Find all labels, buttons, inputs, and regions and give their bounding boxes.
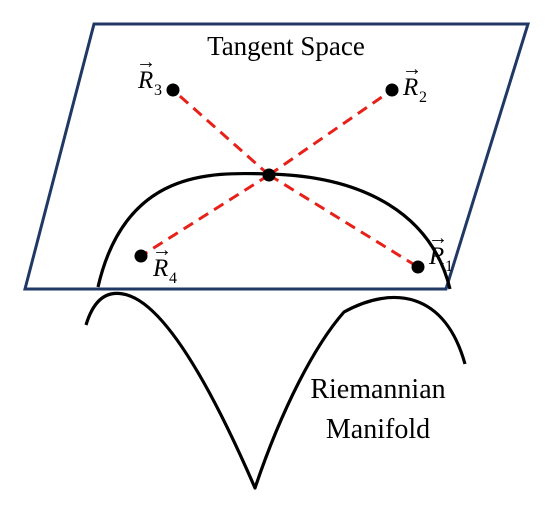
connector-r4 — [140, 173, 270, 258]
connector-r1 — [268, 173, 419, 269]
label-r4-subscript: 4 — [169, 270, 177, 287]
base-point — [262, 168, 276, 182]
manifold-surface — [84, 291, 467, 490]
label-r4-arrow: → — [152, 239, 172, 261]
label-r1-subscript: 1 — [445, 258, 453, 275]
tangent-plane — [23, 22, 531, 291]
point-r4 — [134, 249, 148, 263]
label-r1: → R 1 — [428, 227, 453, 275]
label-r1-symbol: R — [428, 243, 444, 270]
label-r1-arrow: → — [428, 227, 448, 249]
manifold-label-line2: Manifold — [326, 414, 430, 445]
label-r4-symbol: R — [152, 255, 168, 282]
label-r3: → R 3 — [136, 51, 162, 99]
label-r2-arrow: → — [402, 58, 422, 80]
point-r1 — [411, 260, 425, 274]
label-r3-subscript: 3 — [154, 82, 162, 99]
connector-r3 — [172, 88, 270, 177]
point-r3 — [166, 83, 180, 97]
label-r2-symbol: R — [402, 74, 418, 101]
label-r3-symbol: R — [137, 67, 153, 94]
label-r2: → R 2 — [402, 58, 427, 106]
label-r4: → R 4 — [152, 239, 177, 287]
tangent-space-title: Tangent Space — [207, 31, 365, 61]
label-r3-arrow: → — [136, 51, 156, 73]
label-r2-subscript: 2 — [419, 89, 427, 106]
manifold-label-line1: Riemannian — [310, 374, 445, 405]
connector-r2 — [268, 88, 393, 177]
point-r2 — [385, 83, 399, 97]
